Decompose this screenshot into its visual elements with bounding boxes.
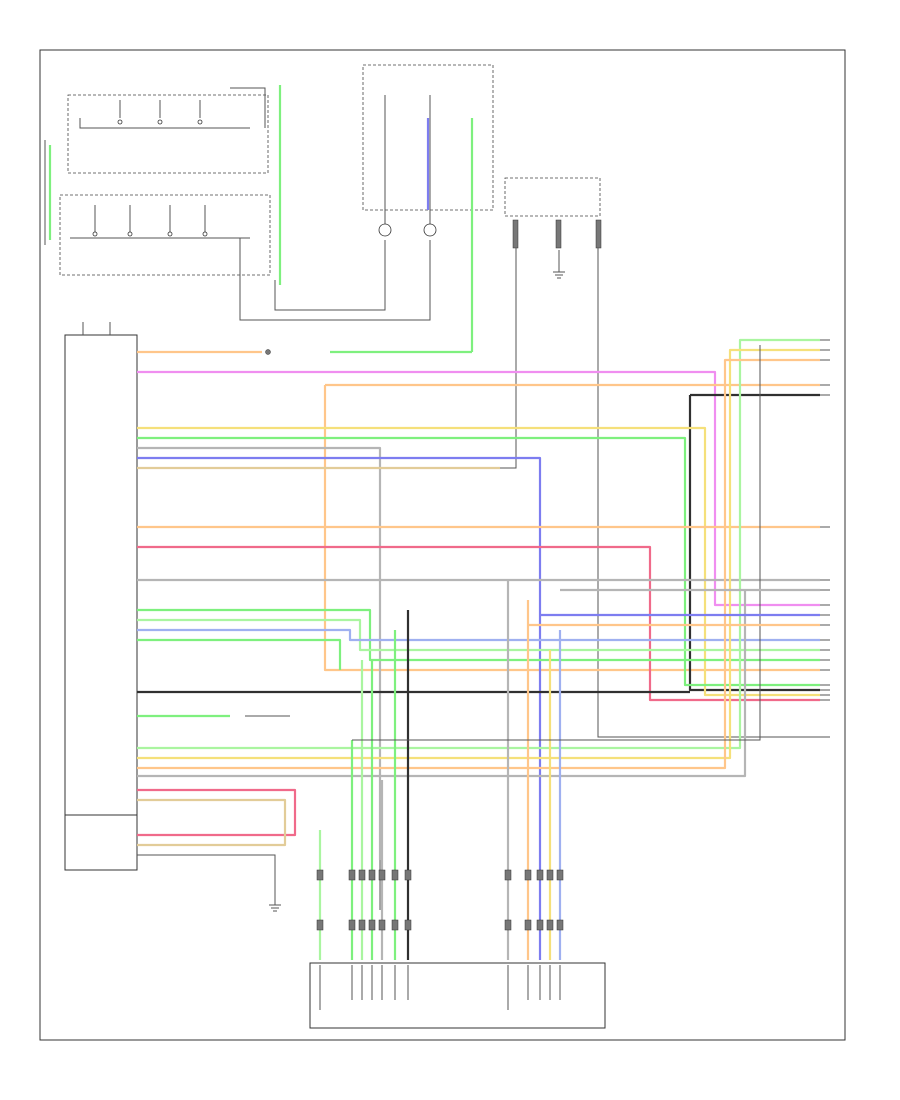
- ground-icon: [269, 904, 281, 912]
- lower-left-switch-assembly: [59, 194, 431, 321]
- radio-module: [64, 322, 138, 871]
- wire-steering-signal: [48, 85, 282, 285]
- connector-pins-row: [316, 869, 564, 931]
- bottom-control-module: [309, 962, 606, 1029]
- upper-right-connector: [379, 177, 820, 910]
- ground-icon: [553, 271, 565, 279]
- remote-control-connector: [362, 64, 494, 352]
- right-terminals: [528, 339, 830, 738]
- vertical-drops: [318, 345, 761, 960]
- radio-output-wires: [137, 338, 820, 960]
- diagram-border: [39, 49, 846, 1041]
- upper-left-switch-assembly: [67, 87, 269, 174]
